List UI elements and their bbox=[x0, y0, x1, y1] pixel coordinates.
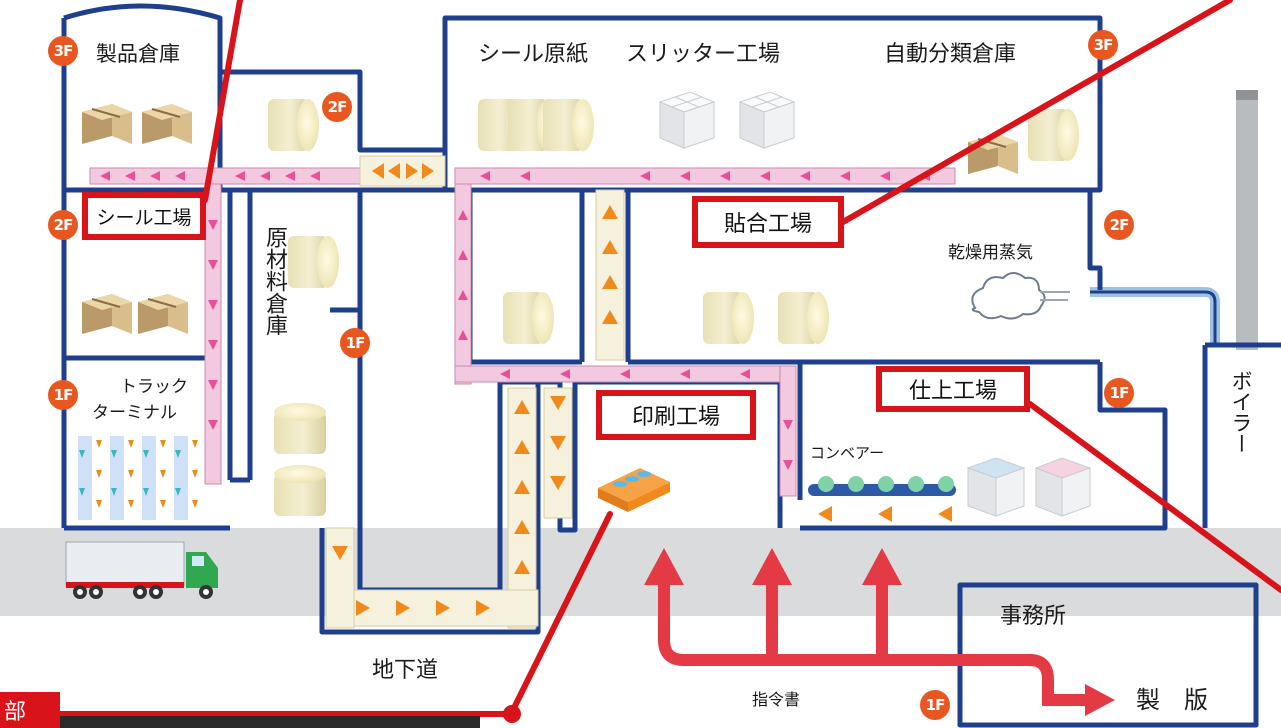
conveyor-label: コンベアー bbox=[810, 444, 885, 462]
white-carton-icon bbox=[966, 457, 1026, 517]
plate-making-label: 製 版 bbox=[1136, 686, 1208, 714]
floor-badge-3f: 3F bbox=[1088, 30, 1118, 60]
cardboard-box-icon bbox=[967, 133, 1019, 175]
floor-badge-3f: 3F bbox=[48, 36, 78, 66]
paper-roll-icon bbox=[274, 403, 326, 454]
cardboard-box-icon bbox=[141, 103, 193, 145]
truck-icon bbox=[65, 541, 218, 599]
floor-badge-2f: 2F bbox=[322, 92, 352, 122]
paper-roll-icon bbox=[503, 292, 554, 344]
auto-sort-warehouse-label: 自動分類倉庫 bbox=[884, 42, 1017, 67]
truck-terminal-label-1: トラック bbox=[120, 377, 188, 397]
finishing-factory-highlight: 仕上工場 bbox=[876, 366, 1030, 412]
paper-roll-icon bbox=[268, 99, 319, 151]
paper-roll-icon bbox=[274, 465, 326, 516]
truck-terminal-label-2: ターミナル bbox=[92, 403, 177, 423]
paper-roll-icon bbox=[288, 236, 339, 288]
rack-icon bbox=[78, 436, 198, 520]
paper-roll-icon bbox=[1028, 109, 1079, 161]
floor-badge-1f: 1F bbox=[1104, 378, 1134, 408]
boiler-label: ボイラー bbox=[1229, 370, 1253, 454]
floor-badge-1f: 1F bbox=[920, 690, 950, 720]
product-warehouse-label: 製品倉庫 bbox=[96, 42, 180, 66]
underground-passage-label: 地下道 bbox=[372, 658, 439, 683]
boiler-chimney-icon bbox=[1236, 90, 1258, 350]
slitter-factory-label: スリッター工場 bbox=[626, 42, 781, 67]
steam-cloud-icon bbox=[971, 272, 1046, 320]
raw-material-warehouse-label: 原材料倉庫 bbox=[262, 226, 287, 336]
seal-base-paper-label: シール原紙 bbox=[478, 42, 589, 67]
instructions-label: 指令書 bbox=[752, 690, 801, 709]
paper-roll-icon bbox=[778, 292, 829, 344]
drying-steam-label: 乾燥用蒸気 bbox=[948, 243, 1033, 263]
floor-badge-2f: 2F bbox=[1104, 210, 1134, 240]
office-label: 事務所 bbox=[1000, 604, 1067, 629]
white-carton-icon bbox=[1034, 457, 1092, 517]
seal-factory-highlight: シール工場 bbox=[82, 192, 206, 240]
printed-sheets-icon bbox=[598, 468, 670, 512]
floor-badge-1f: 1F bbox=[340, 328, 370, 358]
cardboard-box-icon bbox=[137, 293, 189, 335]
instruction-arrows bbox=[658, 580, 1090, 706]
corner-tag: 部 bbox=[0, 692, 60, 728]
floor-badge-1f: 1F bbox=[48, 380, 78, 410]
paper-roll-icon bbox=[543, 99, 594, 151]
printing-factory-highlight: 印刷工場 bbox=[596, 390, 756, 440]
white-carton-icon bbox=[659, 91, 715, 149]
cardboard-box-icon bbox=[81, 293, 133, 335]
paper-roll-icon bbox=[703, 292, 754, 344]
laminating-factory-highlight: 貼合工場 bbox=[692, 196, 844, 248]
cardboard-box-icon bbox=[81, 103, 133, 145]
floor-badge-2f: 2F bbox=[48, 210, 78, 240]
white-carton-icon bbox=[739, 91, 795, 149]
